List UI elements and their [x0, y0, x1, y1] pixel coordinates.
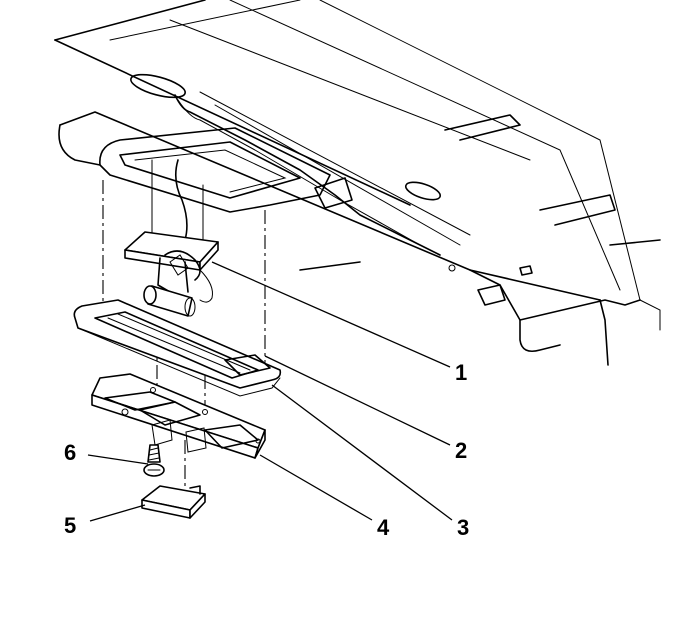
headliner-opening — [99, 127, 331, 213]
callout-1: 1 — [455, 360, 467, 385]
callout-3: 3 — [457, 515, 469, 540]
callout-labels: 1 2 3 4 5 6 — [64, 360, 469, 540]
callout-6: 6 — [64, 440, 76, 465]
leader-3 — [271, 384, 453, 521]
leader-6 — [87, 454, 149, 465]
callout-4: 4 — [377, 515, 390, 540]
bulb — [143, 285, 196, 317]
leader-1 — [211, 261, 451, 368]
roof-panel — [54, 0, 661, 366]
leader-2 — [264, 355, 451, 446]
screw — [143, 444, 165, 477]
callout-5: 5 — [64, 513, 76, 538]
lamp-housing — [91, 373, 266, 459]
lamp-cover — [141, 485, 206, 519]
leader-4 — [259, 454, 373, 521]
lamp-lens — [73, 299, 282, 397]
leader-5 — [89, 504, 146, 522]
callout-2: 2 — [455, 438, 467, 463]
leader-lines — [87, 261, 453, 522]
